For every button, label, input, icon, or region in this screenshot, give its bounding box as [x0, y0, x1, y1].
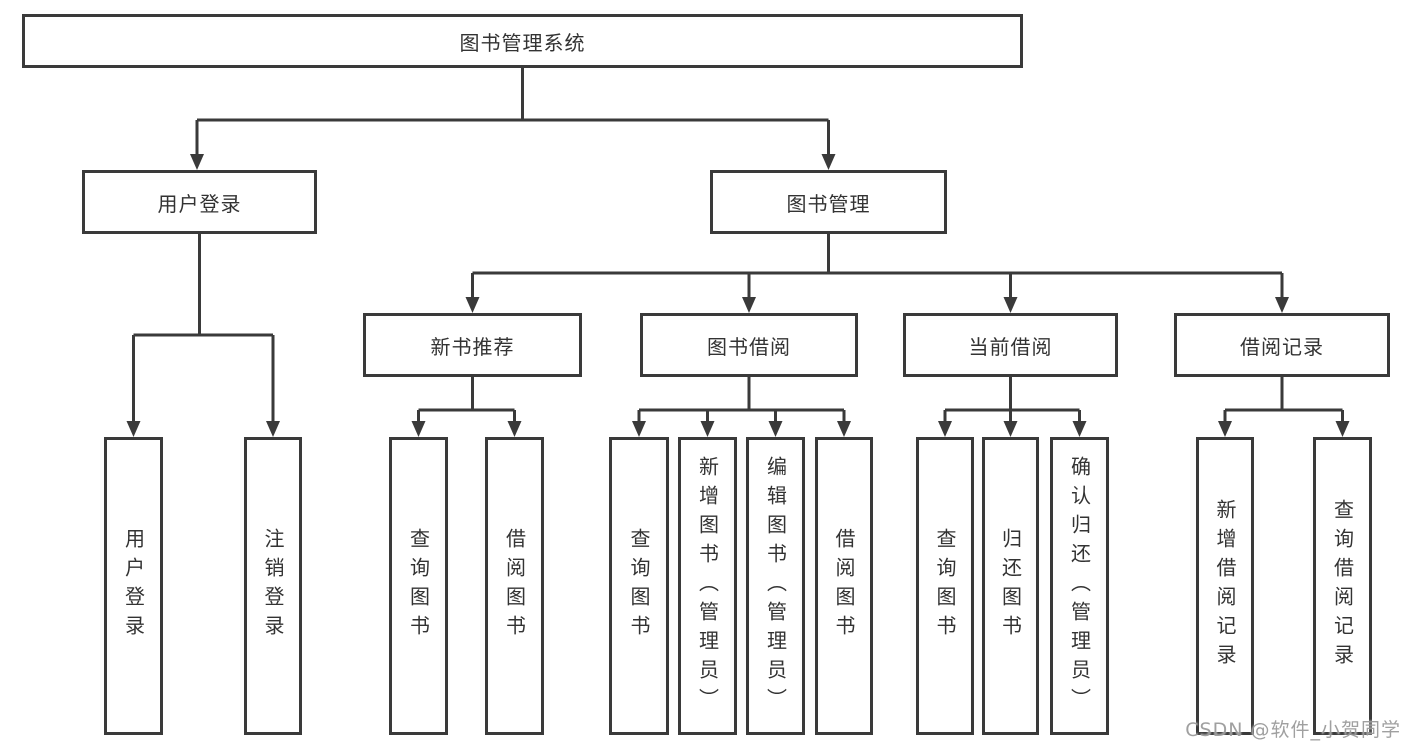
leaf-query-book: 查询图书	[916, 437, 974, 735]
leaf-label: 新增图书（管理员）	[695, 455, 720, 717]
leaf-label: 查询图书	[627, 528, 651, 644]
leaf-label: 确认归还（管理员）	[1067, 455, 1092, 717]
connector-book-borrow	[637, 377, 846, 423]
arrow-icon	[1072, 421, 1087, 437]
arrow-icon	[821, 154, 836, 170]
leaf-query-borrow-record: 查询借阅记录	[1313, 437, 1372, 735]
leaf-return-book: 归还图书	[982, 437, 1039, 735]
arrow-icon	[1218, 421, 1232, 437]
leaf-borrow-book: 借阅图书	[485, 437, 544, 735]
node-book-borrow: 图书借阅	[640, 313, 858, 377]
connector-book-mgmt	[471, 234, 1284, 299]
leaf-edit-book-admin: 编辑图书（管理员）	[746, 437, 805, 735]
arrowheads	[126, 154, 1350, 437]
leaf-label: 借阅图书	[832, 528, 856, 644]
node-current-borrow: 当前借阅	[903, 313, 1118, 377]
leaf-add-borrow-record: 新增借阅记录	[1196, 437, 1254, 735]
arrow-icon	[742, 297, 756, 313]
leaf-label: 查询图书	[406, 528, 431, 644]
leaf-label: 借阅图书	[502, 528, 527, 644]
node-root-system: 图书管理系统	[22, 14, 1023, 68]
connector-root	[195, 68, 830, 156]
arrow-icon	[126, 421, 141, 437]
arrow-icon	[1275, 297, 1289, 313]
leaf-add-book-admin: 新增图书（管理员）	[678, 437, 737, 735]
arrow-icon	[411, 421, 426, 437]
arrow-icon	[700, 421, 715, 437]
arrow-icon	[1003, 421, 1018, 437]
connector-new-book	[417, 377, 516, 423]
arrow-icon	[837, 421, 851, 437]
node-user-login: 用户登录	[82, 170, 317, 234]
leaf-label: 新增借阅记录	[1213, 499, 1237, 673]
arrow-icon	[938, 421, 952, 437]
leaf-label: 查询图书	[933, 528, 957, 644]
arrow-icon	[507, 421, 522, 437]
leaf-label: 注销登录	[261, 528, 285, 644]
leaf-label: 归还图书	[998, 528, 1023, 644]
arrow-icon	[632, 421, 646, 437]
leaf-query-book: 查询图书	[609, 437, 669, 735]
arrow-icon	[190, 154, 204, 170]
leaf-logout: 注销登录	[244, 437, 302, 735]
node-book-management: 图书管理	[710, 170, 947, 234]
arrow-icon	[266, 421, 280, 437]
leaf-label: 查询借阅记录	[1330, 499, 1355, 673]
arrow-icon	[1003, 297, 1018, 313]
connector-borrow-record	[1223, 377, 1344, 423]
leaf-label: 编辑图书（管理员）	[763, 455, 788, 717]
arrow-icon	[768, 421, 783, 437]
leaf-user-login: 用户登录	[104, 437, 163, 735]
leaf-label: 用户登录	[121, 528, 146, 644]
connector-user-login	[132, 234, 275, 423]
leaf-query-book: 查询图书	[389, 437, 448, 735]
node-new-book-recommend: 新书推荐	[363, 313, 582, 377]
arrow-icon	[465, 297, 480, 313]
arrow-icon	[1335, 421, 1350, 437]
node-borrow-record: 借阅记录	[1174, 313, 1390, 377]
leaf-borrow-book: 借阅图书	[815, 437, 873, 735]
connector-current-borrow	[943, 377, 1081, 423]
leaf-confirm-return-admin: 确认归还（管理员）	[1050, 437, 1109, 735]
